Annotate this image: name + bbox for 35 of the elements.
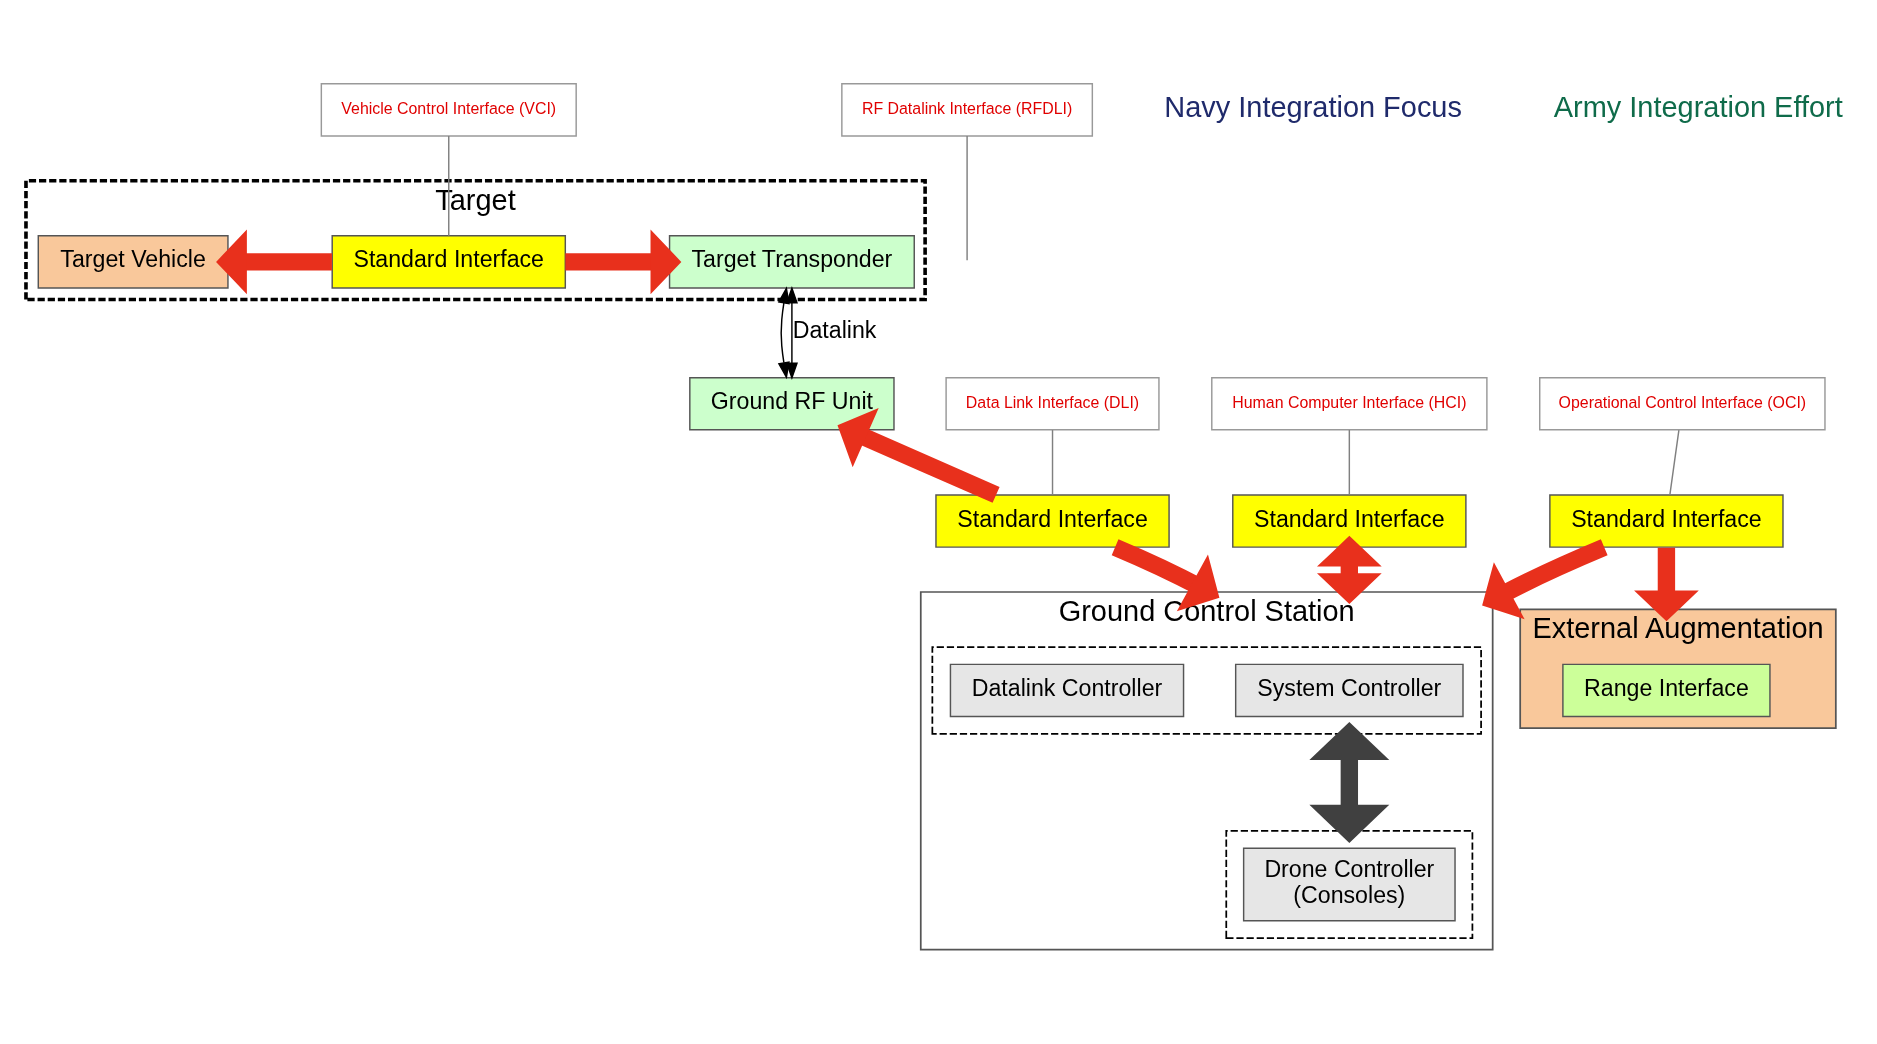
- node-box: Standard Interface: [1549, 493, 1784, 548]
- arrow: [785, 285, 798, 380]
- arrow: [216, 229, 332, 294]
- cluster: [931, 645, 1482, 735]
- arrow: [565, 229, 682, 294]
- edge-label: Datalink: [792, 316, 877, 343]
- node-box: Range Interface: [1562, 663, 1771, 717]
- node-box: Operational Control Interface (OCI): [1539, 376, 1826, 431]
- arrow: [1309, 721, 1390, 843]
- connector: [966, 134, 968, 261]
- node-box: Ground RF Unit: [689, 376, 895, 431]
- connector: [1051, 428, 1054, 496]
- node-box: Standard Interface: [331, 234, 567, 289]
- node-box: System Controller: [1234, 663, 1464, 717]
- node-box: Human Computer Interface (HCI): [1211, 376, 1488, 431]
- arrow: [1111, 538, 1220, 611]
- arrow: [837, 407, 1000, 503]
- connector: [1669, 428, 1680, 496]
- connector: [1348, 428, 1351, 496]
- cluster: [1225, 829, 1474, 939]
- node-box: Standard Interface: [935, 493, 1170, 548]
- node-box: Standard Interface: [1232, 493, 1467, 548]
- node-box: Datalink Controller: [949, 663, 1185, 717]
- arrow: [1316, 535, 1382, 604]
- connector: [448, 134, 450, 236]
- node-box: Drone Controller (Consoles): [1242, 847, 1456, 921]
- node-box: Target Transponder: [668, 234, 915, 289]
- label: Army Integration Effort: [1553, 90, 1843, 123]
- arrow: [1482, 538, 1608, 619]
- node-box: Target Vehicle: [37, 234, 229, 289]
- arrow: [1634, 547, 1699, 621]
- label: Navy Integration Focus: [1164, 90, 1462, 123]
- node-box: Vehicle Control Interface (VCI): [320, 82, 577, 137]
- node-box: Data Link Interface (DLI): [945, 376, 1160, 431]
- node-box: RF Datalink Interface (RFDLI): [841, 82, 1094, 137]
